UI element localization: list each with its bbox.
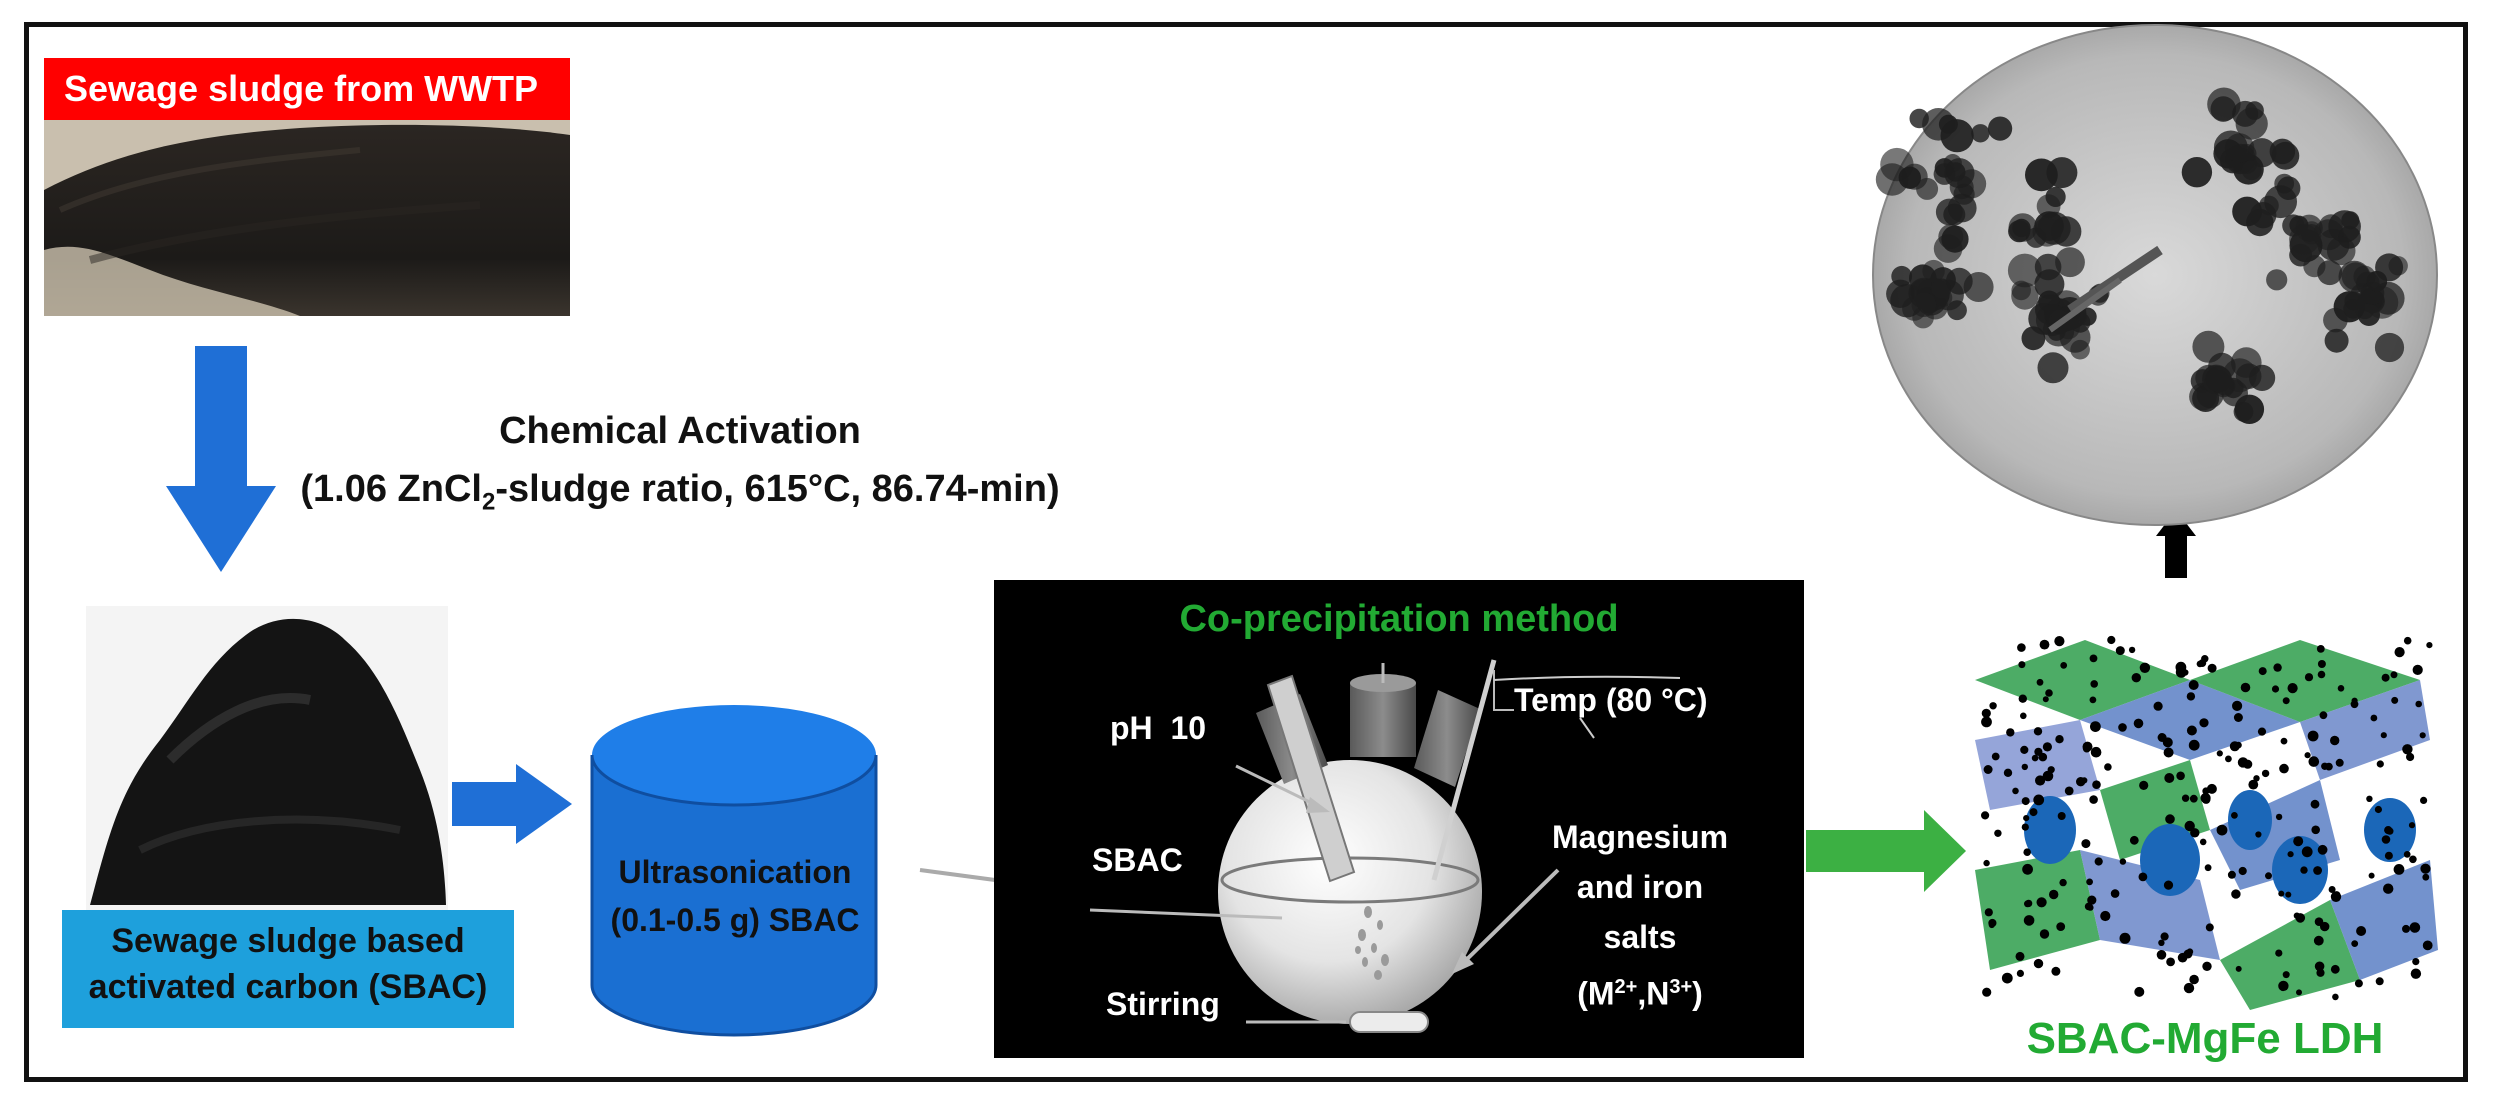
sludge-photo bbox=[44, 120, 570, 316]
salts-line3: salts bbox=[1603, 919, 1677, 955]
ph-label: pH 10 bbox=[1110, 710, 1207, 746]
ultrasonication-label: Ultrasonication (0.1-0.5 g) SBAC bbox=[594, 848, 876, 944]
sbac-powder-photo bbox=[86, 606, 448, 912]
tem-micrograph-image bbox=[1872, 24, 2438, 526]
sbac-flask-label: SBAC bbox=[1092, 842, 1183, 878]
activation-conditions: (1.06 ZnCl2-sludge ratio, 615°C, 86.74-m… bbox=[300, 468, 1060, 516]
down-arrow-icon bbox=[166, 346, 276, 572]
activation-title: Chemical Activation bbox=[499, 410, 861, 452]
temp-label: Temp (80 °C) bbox=[1514, 682, 1708, 718]
sludge-source-label: Sewage sludge from WWTP bbox=[44, 58, 570, 120]
sbac-label: Sewage sludge based activated carbon (SB… bbox=[62, 910, 514, 1028]
product-label: SBAC-MgFe LDH bbox=[2026, 1014, 2384, 1063]
salts-label: Magnesium and iron salts (M2+,N3+) bbox=[1520, 812, 1760, 1019]
ultrasonication-cylinder bbox=[590, 705, 878, 1037]
ldh-structure-image bbox=[1972, 628, 2438, 1030]
sbac-label-line1: Sewage sludge based bbox=[111, 922, 465, 960]
panel-pointer-arrows bbox=[1089, 764, 1560, 1024]
salts-line2: and iron bbox=[1576, 869, 1704, 905]
sbac-label-line2: activated carbon (SBAC) bbox=[88, 968, 488, 1006]
salts-formula: (M2+,N3+) bbox=[1577, 975, 1703, 1012]
green-right-arrow-icon bbox=[1806, 810, 1966, 892]
salts-line1: Magnesium bbox=[1551, 819, 1729, 855]
ultrasonication-line1: Ultrasonication bbox=[618, 854, 852, 890]
right-arrow-icon bbox=[452, 764, 572, 844]
ultrasonication-line2: (0.1-0.5 g) SBAC bbox=[610, 902, 860, 938]
stirring-label: Stirring bbox=[1106, 986, 1220, 1022]
flask-icon bbox=[1218, 659, 1681, 1033]
coprecip-title: Co-precipitation method bbox=[1179, 598, 1619, 640]
outer-frame bbox=[24, 22, 2468, 1082]
